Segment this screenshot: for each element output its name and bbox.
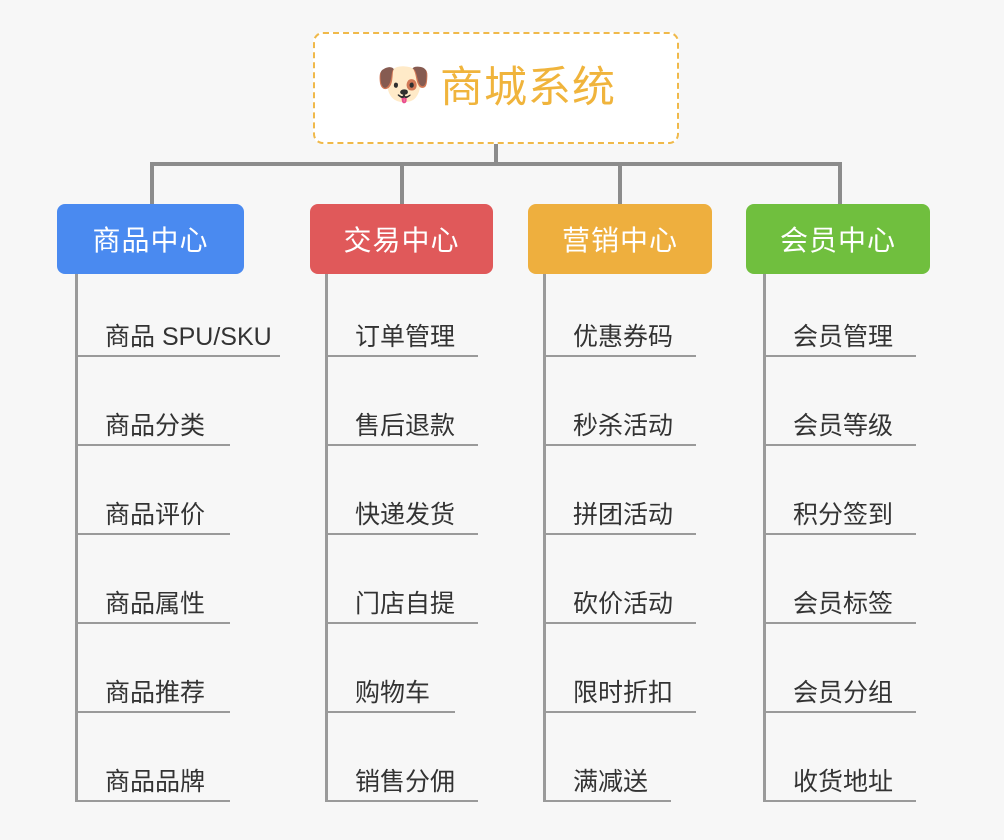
leaf-item-label: 门店自提 xyxy=(355,590,456,618)
connector-drop-4 xyxy=(838,162,842,204)
leaf-underline xyxy=(543,355,696,357)
leaf-underline xyxy=(75,355,280,357)
leaf-underline xyxy=(763,533,916,535)
connector-root-stem xyxy=(494,144,498,166)
category-label: 会员中心 xyxy=(779,225,896,256)
root-node[interactable]: 🐶 商城系统 xyxy=(313,32,679,144)
leaf-item-label: 订单管理 xyxy=(355,323,456,351)
leaf-underline xyxy=(75,711,230,713)
category-box-4[interactable]: 会员中心 xyxy=(746,204,930,274)
leaf-underline xyxy=(325,533,478,535)
category-label: 商品中心 xyxy=(92,225,209,256)
leaf-spine xyxy=(543,274,546,802)
leaf-underline xyxy=(325,711,455,713)
leaf-underline xyxy=(325,800,478,802)
leaf-item-label: 拼团活动 xyxy=(573,501,674,529)
root-node-title: 商城系统 xyxy=(440,63,616,112)
leaf-item-label: 收货地址 xyxy=(793,768,894,796)
leaf-item-label: 会员管理 xyxy=(793,323,894,351)
leaf-item-label: 商品 SPU/SKU xyxy=(105,323,272,351)
leaf-item-label: 秒杀活动 xyxy=(573,412,674,440)
leaf-underline xyxy=(75,622,230,624)
leaf-spine xyxy=(763,274,766,802)
leaf-underline xyxy=(543,711,696,713)
leaf-underline xyxy=(75,533,230,535)
leaf-item-label: 商品品牌 xyxy=(105,768,206,796)
leaf-underline xyxy=(325,622,478,624)
leaf-underline xyxy=(325,355,478,357)
connector-horizontal-bus xyxy=(150,162,842,166)
connector-drop-3 xyxy=(618,162,622,204)
leaf-item-label: 商品评价 xyxy=(105,501,206,529)
category-label: 交易中心 xyxy=(343,225,460,256)
leaf-underline xyxy=(543,444,696,446)
leaf-item-label: 优惠券码 xyxy=(573,323,674,351)
leaf-item-label: 商品属性 xyxy=(105,590,206,618)
leaf-item-label: 快递发货 xyxy=(355,501,456,529)
leaf-item-label: 会员标签 xyxy=(793,590,894,618)
leaf-underline xyxy=(763,711,916,713)
leaf-underline xyxy=(763,355,916,357)
leaf-underline xyxy=(75,444,230,446)
leaf-item-label: 满减送 xyxy=(573,768,649,796)
leaf-item-label: 商品分类 xyxy=(105,412,206,440)
leaf-underline xyxy=(763,444,916,446)
leaf-item-label: 销售分佣 xyxy=(355,768,456,796)
category-box-1[interactable]: 商品中心 xyxy=(57,204,244,274)
shiba-dog-face-icon: 🐶 xyxy=(376,60,431,109)
leaf-item-label: 限时折扣 xyxy=(573,679,674,707)
leaf-spine xyxy=(75,274,78,802)
connector-drop-1 xyxy=(150,162,154,204)
leaf-underline xyxy=(543,800,671,802)
leaf-item-label: 购物车 xyxy=(355,679,431,707)
leaf-underline xyxy=(763,622,916,624)
leaf-underline xyxy=(543,622,696,624)
connector-drop-2 xyxy=(400,162,404,204)
leaf-item-label: 会员分组 xyxy=(793,679,894,707)
category-label: 营销中心 xyxy=(561,225,678,256)
leaf-underline xyxy=(543,533,696,535)
leaf-underline xyxy=(325,444,478,446)
leaf-underline xyxy=(763,800,916,802)
leaf-spine xyxy=(325,274,328,802)
leaf-item-label: 砍价活动 xyxy=(573,590,674,618)
leaf-underline xyxy=(75,800,230,802)
category-box-2[interactable]: 交易中心 xyxy=(310,204,493,274)
leaf-item-label: 积分签到 xyxy=(793,501,894,529)
leaf-item-label: 会员等级 xyxy=(793,412,894,440)
leaf-item-label: 商品推荐 xyxy=(105,679,206,707)
leaf-item-label: 售后退款 xyxy=(355,412,456,440)
category-box-3[interactable]: 营销中心 xyxy=(528,204,712,274)
